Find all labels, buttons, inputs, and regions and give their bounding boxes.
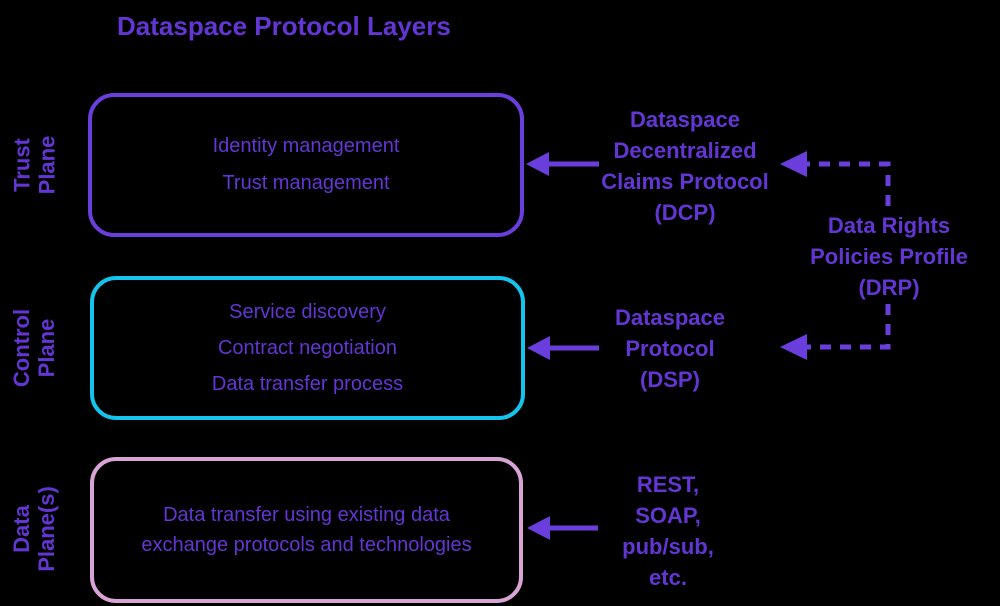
plane-label-data-text: Data Plane(s) — [9, 486, 59, 572]
arrow-dcp-to-trust-head — [526, 152, 549, 176]
control-box-line-2: Contract negotiation — [217, 337, 397, 359]
dashed-drp-to-dcp-line — [806, 161, 891, 206]
plane-label-control: Control Plane — [2, 276, 66, 420]
label-transfer-protocols: REST, SOAP, pub/sub, etc. — [622, 472, 714, 590]
arrow-rest-to-data-head — [527, 516, 550, 540]
trust-box-line-2: Trust management — [222, 172, 390, 194]
control-box-line-1: Service discovery — [229, 301, 386, 323]
plane-label-data: Data Plane(s) — [2, 457, 66, 601]
plane-label-trust-text: Trust Plane — [8, 135, 59, 195]
plane-label-control-text: Control Plane — [9, 308, 60, 388]
control-plane-box: Service discovery Contract negotiation D… — [90, 276, 525, 420]
data-box-text: Data transfer using existing data exchan… — [141, 504, 472, 556]
label-drp: Data Rights Policies Profile (DRP) — [810, 213, 968, 300]
data-plane-box: Data transfer using existing data exchan… — [90, 457, 523, 603]
dashed-drp-to-dsp-head — [780, 334, 807, 360]
control-box-line-3: Data transfer process — [211, 373, 404, 395]
trust-box-line-1: Identity management — [212, 135, 400, 157]
label-dsp: Dataspace Protocol (DSP) — [614, 305, 726, 392]
arrow-dsp-to-control-head — [527, 336, 550, 360]
trust-plane-box: Identity management Trust management — [88, 93, 524, 237]
diagram-title: Dataspace Protocol Layers — [117, 11, 451, 41]
plane-label-trust: Trust Plane — [2, 93, 66, 237]
label-dcp: Dataspace Decentralized Claims Protocol … — [601, 107, 769, 225]
dashed-drp-to-dsp-line — [806, 304, 891, 350]
dashed-drp-to-dcp-head — [780, 151, 807, 177]
